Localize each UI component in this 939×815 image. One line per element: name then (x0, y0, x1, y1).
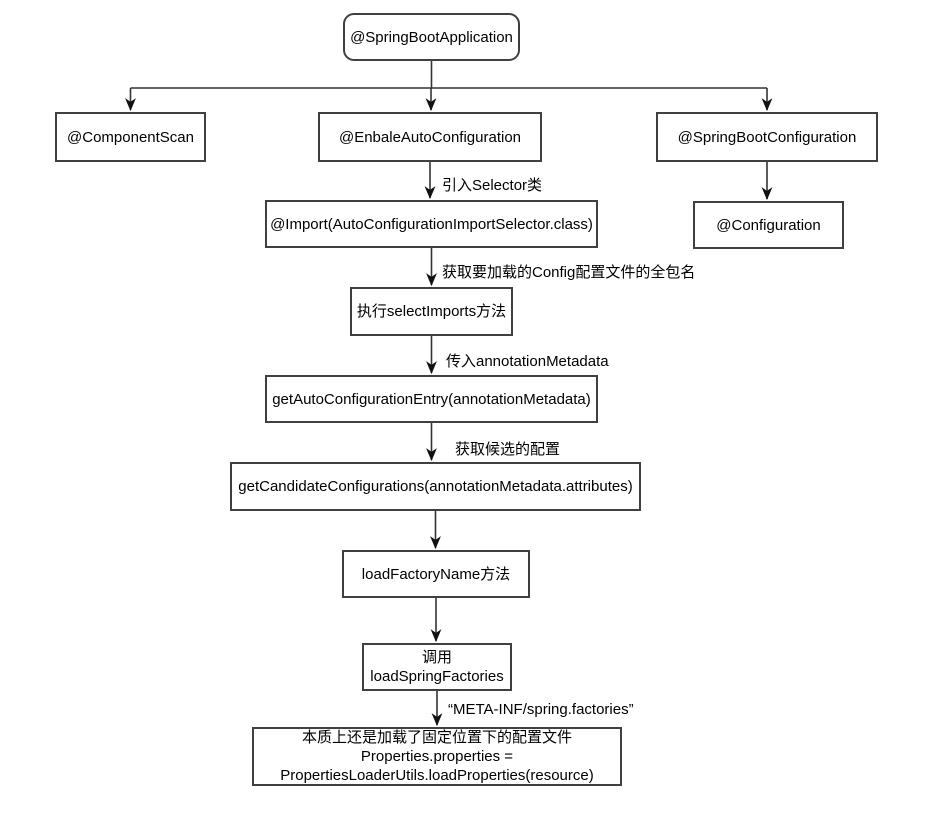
node-get-candidate-configurations: getCandidateConfigurations(annotationMet… (230, 462, 641, 511)
node-get-auto-configuration-entry: getAutoConfigurationEntry(annotationMeta… (265, 375, 598, 423)
node-load-factory-name: loadFactoryName方法 (342, 550, 530, 598)
node-load-spring-factories-line1: 调用 (421, 649, 452, 666)
node-configuration: @Configuration (693, 201, 844, 249)
edge-label-spring-factories-path: “META-INF/spring.factories” (448, 701, 634, 718)
edge-label-annotation-metadata: 传入annotationMetadata (446, 353, 609, 370)
node-load-spring-factories: 调用 loadSpringFactories (362, 643, 512, 691)
node-enable-auto-configuration: @EnbaleAutoConfiguration (318, 112, 542, 162)
node-spring-boot-configuration: @SpringBootConfiguration (656, 112, 878, 162)
node-load-properties: 本质上还是加载了固定位置下的配置文件 Properties.properties… (252, 727, 622, 786)
edge-label-candidate-config: 获取候选的配置 (455, 441, 561, 458)
node-select-imports: 执行selectImports方法 (350, 287, 513, 336)
node-load-properties-line1: 本质上还是加载了固定位置下的配置文件 (301, 729, 572, 746)
edge-label-config-full-package: 获取要加载的Config配置文件的全包名 (442, 264, 696, 281)
node-spring-boot-application: @SpringBootApplication (343, 13, 520, 61)
node-load-properties-line3: PropertiesLoaderUtils.loadProperties(res… (280, 767, 594, 784)
edge-label-import-selector: 引入Selector类 (442, 177, 543, 194)
node-import-auto-configuration-import-selector: @Import(AutoConfigurationImportSelector.… (265, 200, 598, 248)
node-component-scan: @ComponentScan (55, 112, 206, 162)
node-load-properties-line2: Properties.properties = (360, 748, 514, 765)
node-load-spring-factories-line2: loadSpringFactories (370, 668, 504, 685)
